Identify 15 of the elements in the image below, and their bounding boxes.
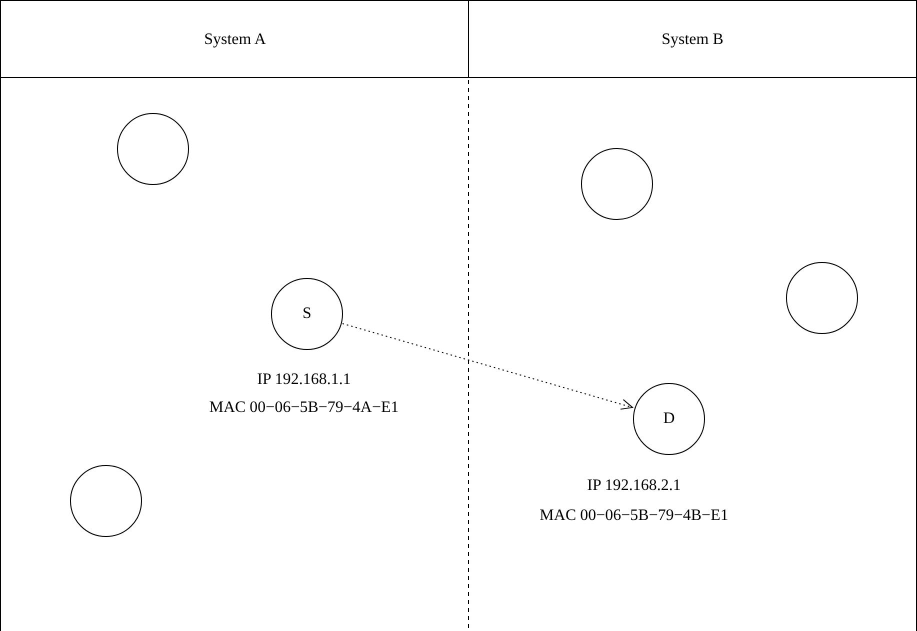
node-circle xyxy=(633,383,705,455)
empty-circle xyxy=(117,113,189,185)
empty-circle xyxy=(581,148,653,220)
node-label: D xyxy=(663,410,675,428)
arrow xyxy=(342,323,633,410)
empty-circle xyxy=(786,262,858,334)
address-label: IP 192.168.2.1 xyxy=(587,477,681,495)
address-label: MAC 00−06−5B−79−4A−E1 xyxy=(209,399,399,417)
empty-circle xyxy=(70,465,142,537)
column-heading: System B xyxy=(662,30,724,48)
address-label: MAC 00−06−5B−79−4B−E1 xyxy=(540,507,728,525)
node-label: S xyxy=(302,305,312,323)
address-label: IP 192.168.1.1 xyxy=(257,371,351,389)
node-circle xyxy=(271,278,343,350)
column-heading: System A xyxy=(204,30,266,48)
